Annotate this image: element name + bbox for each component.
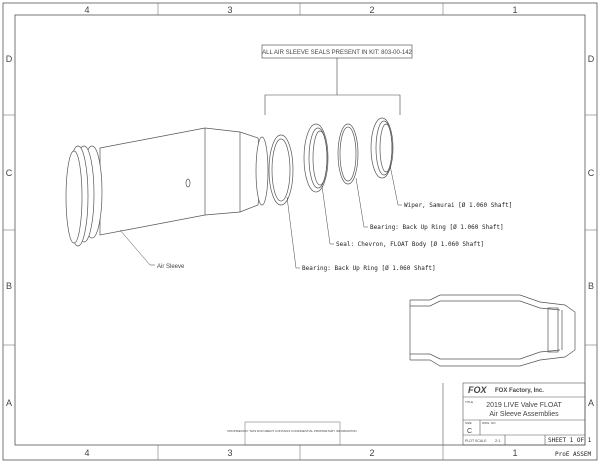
row-label: D bbox=[6, 54, 13, 64]
column-label: 3 bbox=[227, 5, 232, 15]
plot-scale-label: PLOT SCALE bbox=[465, 439, 487, 443]
section-view bbox=[409, 294, 576, 367]
callout-bearing-upper: Bearing: Back Up Ring [Ø 1.060 Shaft] bbox=[370, 224, 504, 231]
proprietary-box bbox=[244, 421, 341, 446]
seal-rings bbox=[268, 117, 394, 206]
air-sleeve-part bbox=[65, 127, 269, 247]
row-label: B bbox=[588, 281, 594, 291]
size-label: SIZE bbox=[465, 421, 472, 425]
callout-bearing-lower: Bearing: Back Up Ring [Ø 1.060 Shaft] bbox=[302, 265, 436, 272]
callout-air-sleeve: Air Sleeve bbox=[157, 264, 185, 270]
fox-logo: FOX bbox=[468, 385, 487, 395]
row-label: A bbox=[6, 398, 12, 408]
column-label: 1 bbox=[512, 448, 517, 458]
drawing-title-line2: Air Sleeve Assemblies bbox=[489, 411, 559, 418]
bearing-ring-lower bbox=[268, 134, 294, 206]
leader-lines bbox=[119, 164, 402, 269]
column-label: 1 bbox=[512, 5, 517, 15]
wiper-seal bbox=[370, 117, 394, 179]
drawing-title-line1: 2019 LIVE Valve FLOAT bbox=[486, 402, 562, 409]
callout-wiper: Wiper, Samurai [Ø 1.060 Shaft] bbox=[404, 202, 512, 209]
column-label: 4 bbox=[84, 5, 89, 15]
callout-seal: Seal: Chevron, FLOAT Body [Ø 1.060 Shaft… bbox=[336, 241, 484, 248]
row-label: D bbox=[588, 54, 595, 64]
dwg-no-label: DWG. NO. bbox=[482, 421, 496, 425]
row-label: C bbox=[6, 168, 13, 178]
sheet-size: C bbox=[467, 428, 472, 435]
footer-label: ProE ASSEM bbox=[555, 451, 592, 458]
plot-scale: 2:1 bbox=[495, 438, 501, 443]
kit-bracket bbox=[264, 58, 401, 115]
column-label: 2 bbox=[369, 5, 374, 15]
row-label: A bbox=[588, 398, 594, 408]
chevron-seal bbox=[303, 123, 329, 193]
bearing-ring-upper bbox=[337, 123, 359, 185]
kit-note: ALL AIR SLEEVE SEALS PRESENT IN KIT: 803… bbox=[262, 50, 412, 56]
title-label: TITLE bbox=[465, 400, 473, 404]
row-label: B bbox=[6, 281, 12, 291]
zone-dividers bbox=[3, 3, 597, 460]
column-label: 2 bbox=[369, 448, 374, 458]
sheet-number: SHEET 1 OF 1 bbox=[548, 437, 592, 444]
company-name: FOX Factory, Inc. bbox=[495, 388, 544, 394]
column-label: 3 bbox=[227, 448, 232, 458]
title-block bbox=[442, 382, 586, 446]
row-label: C bbox=[588, 168, 595, 178]
column-label: 4 bbox=[84, 448, 89, 458]
proprietary-note: PROPRIETARY THIS DOCUMENT CONTAINS CONFI… bbox=[227, 429, 356, 433]
